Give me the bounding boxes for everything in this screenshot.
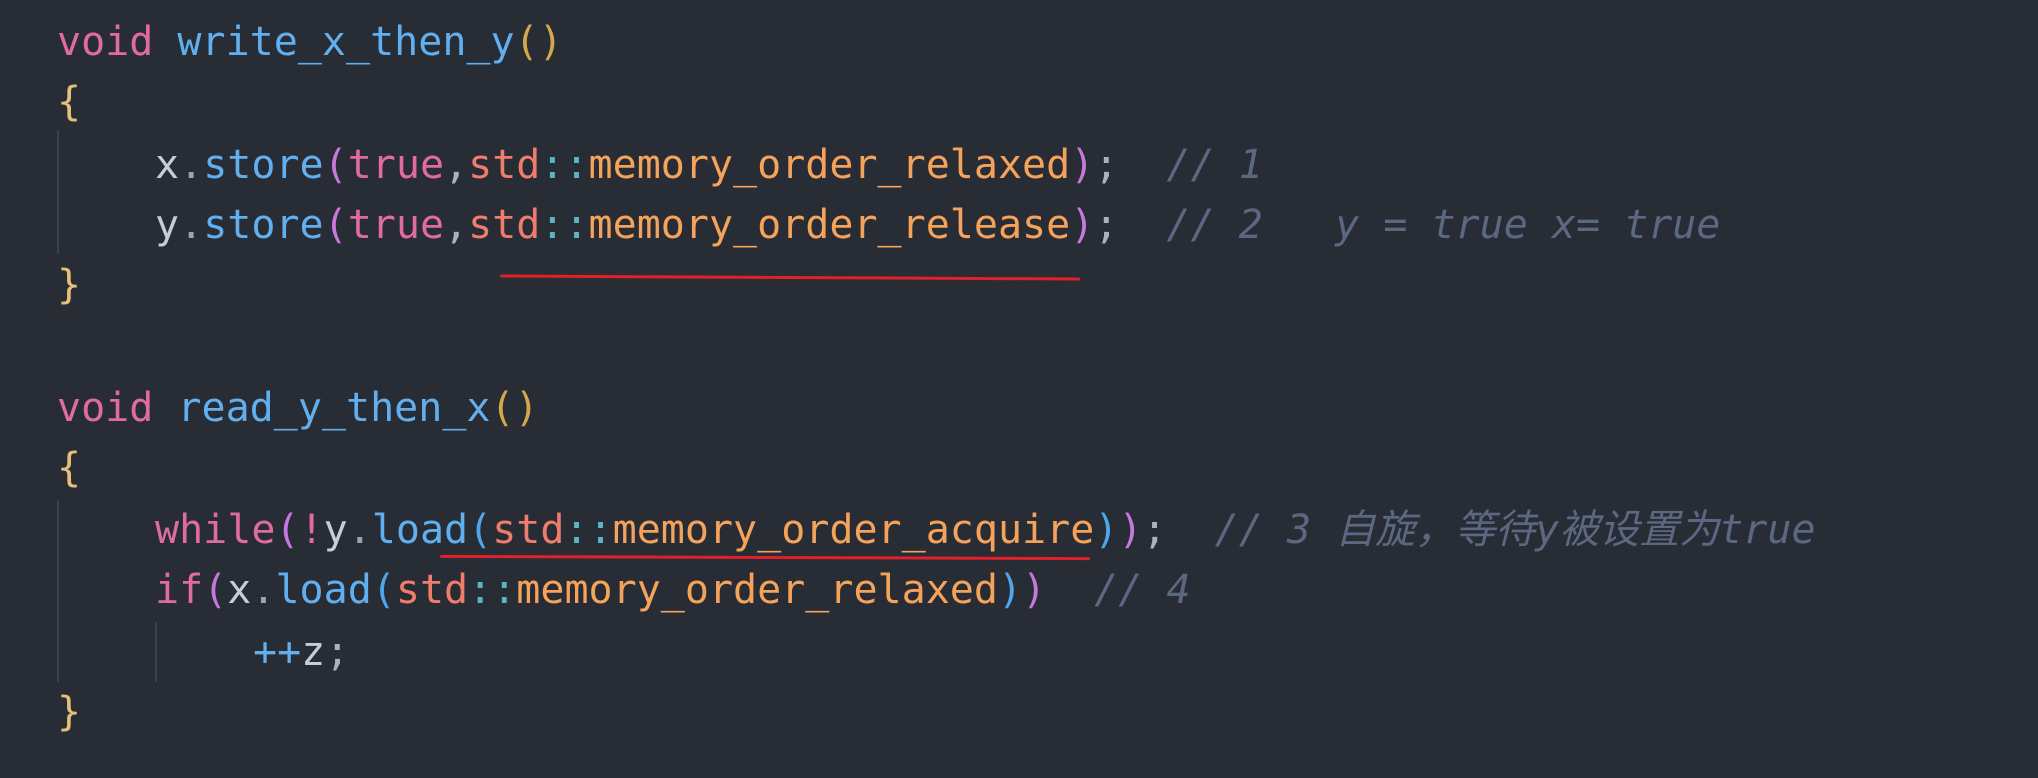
semicolon: ; <box>1094 142 1119 188</box>
code-line-8: { <box>57 438 81 498</box>
scope-operator: :: <box>564 507 613 553</box>
keyword: void <box>57 385 154 431</box>
paren: ) <box>1022 567 1047 613</box>
open-brace: { <box>57 445 82 491</box>
code-line-9: while(!y.load(std::memory_order_acquire)… <box>155 500 1816 560</box>
enum-value: memory_order_relaxed <box>516 567 998 613</box>
enum-value: memory_order_release <box>588 202 1071 248</box>
indent-guide <box>57 130 59 254</box>
namespace: std <box>468 142 541 188</box>
annotation-underline <box>499 274 1081 281</box>
literal: true <box>347 142 445 188</box>
variable: x <box>155 142 180 188</box>
variable: x <box>227 567 252 613</box>
paren: ) <box>997 567 1023 613</box>
code-line-1: void write_x_then_y() <box>57 12 563 72</box>
enum-value: memory_order_acquire <box>612 507 1095 553</box>
comment: // 3 自旋，等待y被设置为true <box>1214 507 1816 553</box>
paren: ( <box>203 567 228 613</box>
comment: // 4 <box>1094 567 1191 613</box>
close-brace: } <box>57 689 82 735</box>
paren: ( <box>468 507 493 553</box>
paren: ) <box>514 385 539 431</box>
comma: , <box>444 202 469 248</box>
variable: y <box>323 507 348 553</box>
paren: ( <box>323 142 348 188</box>
paren: ) <box>1118 507 1143 553</box>
paren: ( <box>371 567 396 613</box>
method-name: load <box>275 567 372 613</box>
namespace: std <box>468 202 541 248</box>
paren: ( <box>275 507 300 553</box>
open-brace: { <box>57 79 82 125</box>
comma: , <box>444 142 469 188</box>
dot: . <box>179 202 204 248</box>
code-line-10: if(x.load(std::memory_order_relaxed)) //… <box>155 560 1191 620</box>
code-line-2: { <box>57 72 81 132</box>
close-brace: } <box>57 262 82 308</box>
code-line-7: void read_y_then_x() <box>57 378 539 438</box>
semicolon: ; <box>325 629 350 675</box>
keyword: void <box>57 19 154 65</box>
code-line-11: ++z; <box>253 622 349 682</box>
semicolon: ; <box>1142 507 1167 553</box>
paren: ( <box>323 202 348 248</box>
code-line-3: x.store(true,std::memory_order_relaxed);… <box>155 135 1263 195</box>
paren: ) <box>1070 202 1095 248</box>
comment: // 1 <box>1166 142 1263 188</box>
paren: ) <box>1070 142 1095 188</box>
scope-operator: :: <box>540 202 589 248</box>
scope-operator: :: <box>540 142 589 188</box>
literal: true <box>347 202 445 248</box>
semicolon: ; <box>1094 202 1119 248</box>
namespace: std <box>492 507 565 553</box>
comment: // 2 y = true x= true <box>1166 202 1721 248</box>
code-line-5: } <box>57 255 81 315</box>
paren: ) <box>538 19 563 65</box>
code-line-4: y.store(true,std::memory_order_release);… <box>155 195 1720 255</box>
namespace: std <box>395 567 469 613</box>
function-name: write_x_then_y <box>177 19 515 65</box>
variable: y <box>155 202 180 248</box>
dot: . <box>179 142 204 188</box>
increment-operator: ++ <box>253 629 302 675</box>
scope-operator: :: <box>468 567 517 613</box>
method-name: load <box>371 507 469 553</box>
paren: ( <box>514 19 539 65</box>
paren: ( <box>490 385 515 431</box>
variable: z <box>301 629 326 675</box>
method-name: store <box>203 202 324 248</box>
keyword: if <box>155 567 204 613</box>
not-operator: ! <box>299 507 324 553</box>
method-name: store <box>203 142 324 188</box>
dot: . <box>251 567 276 613</box>
enum-value: memory_order_relaxed <box>588 142 1071 188</box>
code-line-12: } <box>57 682 81 742</box>
indent-guide <box>155 622 157 682</box>
keyword: while <box>155 507 276 553</box>
dot: . <box>347 507 372 553</box>
function-name: read_y_then_x <box>177 385 491 431</box>
indent-guide <box>57 500 59 682</box>
paren: ) <box>1094 507 1119 553</box>
